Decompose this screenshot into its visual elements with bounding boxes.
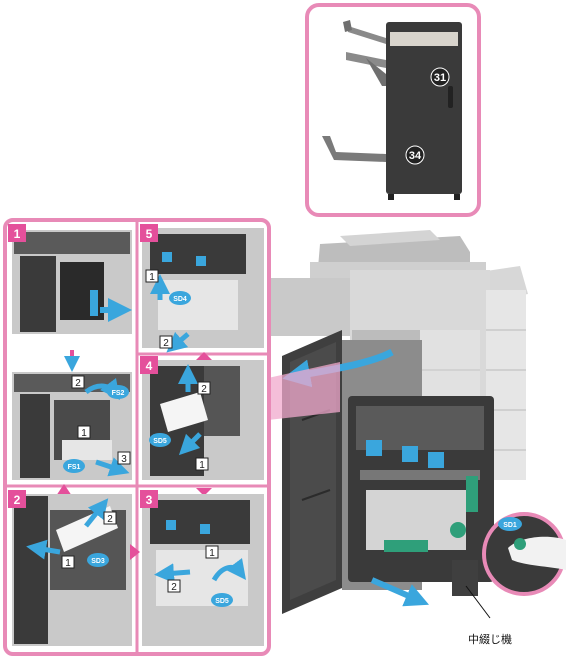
booklet-tray [322, 136, 386, 162]
step-1-marker [8, 224, 26, 242]
step-4-number: 4 [146, 359, 153, 373]
callout-fs1-bubble [63, 459, 85, 473]
callout-sd3: SD3 [91, 558, 105, 565]
upper-tray [348, 26, 386, 44]
zoom-funnel [268, 362, 340, 420]
saddle-caption: 中綴じ機 [468, 632, 512, 646]
step-4-panel: SD5 2 1 4 [140, 352, 264, 480]
badge-34 [405, 145, 425, 165]
middle-tray [346, 52, 386, 68]
step-1-number: 1 [14, 227, 21, 241]
callout-sd3-bubble [87, 553, 109, 567]
finisher-top-cover [390, 32, 458, 46]
step-5-number: 5 [146, 227, 153, 241]
finisher-body [386, 22, 462, 194]
badge-31 [430, 67, 450, 87]
pull-out-arrow [370, 577, 430, 607]
steps-frame: FS2 FS1 2 1 3 1 SD3 2 1 [3, 218, 271, 656]
step-3-number: 3 [146, 493, 153, 507]
step-3-panel: SD5 1 2 3 [140, 488, 264, 646]
badge-31-label: 31 [434, 72, 446, 84]
step-5-tag-a: 1 [149, 272, 155, 283]
step-3-marker [140, 490, 158, 508]
finisher-inset: 31 34 [305, 3, 481, 217]
step-1-tag-a: 2 [75, 378, 81, 389]
step-5-marker [140, 224, 158, 242]
callout-sd4-bubble [169, 291, 191, 305]
step-1-tag-c: 3 [121, 454, 127, 465]
callout-sd5-a-bubble [149, 433, 171, 447]
step-2-panel: SD3 2 1 2 [8, 484, 140, 646]
step-4-tag-a: 2 [201, 384, 207, 395]
step-5-tag-b: 2 [163, 338, 169, 349]
step-4-marker [140, 356, 158, 374]
callout-fs2-bubble [107, 385, 129, 399]
step-1-panel: FS2 FS1 2 1 3 1 [8, 224, 132, 480]
callout-sd5-b: SD5 [215, 598, 229, 605]
finisher-handle [448, 86, 453, 108]
step-5-panel: SD4 1 2 5 [140, 224, 264, 353]
step-1-tag-b: 1 [81, 428, 87, 439]
callout-fs2: FS2 [112, 390, 125, 397]
step-3-tag-a: 1 [209, 548, 215, 559]
step-3-tag-b: 2 [171, 582, 177, 593]
exit-section [268, 278, 352, 336]
main-machine: SD1 中綴じ機 [268, 230, 566, 646]
badge-34-label: 34 [409, 150, 422, 162]
saddle-green-handle [466, 476, 478, 512]
callout-sd5-b-bubble [211, 593, 233, 607]
callout-sd5-a: SD5 [153, 438, 167, 445]
step-2-tag-b: 1 [65, 558, 71, 569]
callout-sd4: SD4 [173, 296, 187, 303]
step-4-tag-b: 1 [199, 460, 205, 471]
callout-fs1: FS1 [68, 464, 81, 471]
callout-sd1: SD1 [503, 522, 517, 529]
step-2-marker [8, 490, 26, 508]
step-2-number: 2 [14, 493, 21, 507]
step-2-tag-a: 2 [107, 514, 113, 525]
